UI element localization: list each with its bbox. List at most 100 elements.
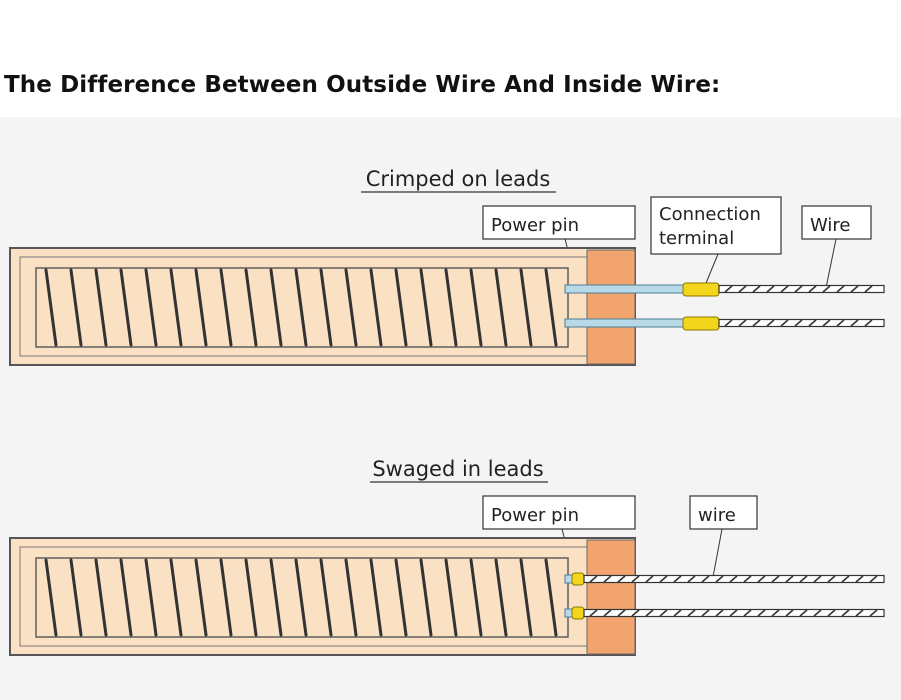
wire-stripe xyxy=(836,319,845,327)
wire-stripe xyxy=(864,319,873,327)
coil-turn xyxy=(369,268,383,347)
wire-stripe xyxy=(780,319,789,327)
coil-turn xyxy=(94,268,108,347)
crimped-power-pin-label: Power pin xyxy=(491,215,579,236)
wire-stripe xyxy=(752,285,761,293)
coil-turn xyxy=(519,268,533,347)
coil-turn xyxy=(394,268,408,347)
wire-stripe xyxy=(794,285,803,293)
swaged-section: Swaged in leads Power pin wire xyxy=(9,457,885,656)
wire-stripe xyxy=(813,575,822,583)
coil-turn xyxy=(419,268,433,347)
coil-turn xyxy=(194,268,208,347)
wire-stripe xyxy=(645,609,654,617)
wire-stripe xyxy=(724,285,733,293)
wire-stripe xyxy=(589,575,598,583)
coil-turn xyxy=(169,558,183,637)
wire-stripe xyxy=(729,609,738,617)
crimped-terminal-label-line2: terminal xyxy=(659,228,734,249)
wire-stripe xyxy=(673,609,682,617)
crimped-wire-callout-box xyxy=(801,205,872,240)
swaged-wire-top xyxy=(583,574,885,584)
wire-stripe xyxy=(701,609,710,617)
wire-stripe xyxy=(729,575,738,583)
coil-turn xyxy=(269,558,283,637)
wire-stripe xyxy=(785,609,794,617)
crimped-heating-coil xyxy=(44,268,558,347)
wire-stripe xyxy=(673,575,682,583)
wire-stripe xyxy=(631,609,640,617)
coil-turn xyxy=(69,558,83,637)
wire-stripe xyxy=(822,319,831,327)
wire-stripe xyxy=(799,575,808,583)
crimped-coil-core xyxy=(35,267,569,348)
crimped-connection-terminal-bottom xyxy=(682,316,720,331)
wire-stripe xyxy=(864,285,873,293)
wire-stripe xyxy=(808,285,817,293)
wire-stripe xyxy=(827,609,836,617)
coil-turn xyxy=(144,268,158,347)
wire-stripe xyxy=(659,609,668,617)
wire-stripe xyxy=(617,575,626,583)
swaged-power-pin-callout-box xyxy=(482,495,636,530)
crimped-connection-terminal-top xyxy=(682,282,720,297)
crimped-terminal-label-line1: Connection xyxy=(659,204,761,225)
wire-stripe xyxy=(603,575,612,583)
coil-turn xyxy=(444,558,458,637)
wire-stripe xyxy=(822,285,831,293)
wire-stripe xyxy=(766,319,775,327)
wire-stripe xyxy=(850,285,859,293)
wire-stripe xyxy=(743,609,752,617)
coil-turn xyxy=(494,268,508,347)
coil-turn xyxy=(419,558,433,637)
wire-stripe xyxy=(855,609,864,617)
coil-turn xyxy=(294,268,308,347)
swaged-end-cap xyxy=(586,539,636,655)
swaged-wire-label: wire xyxy=(698,505,736,526)
wire-stripe xyxy=(766,285,775,293)
wire-stripe xyxy=(617,609,626,617)
wire-stripe xyxy=(799,609,808,617)
wire-stripe xyxy=(752,319,761,327)
wire-stripe xyxy=(841,609,850,617)
crimped-terminal-callout-box xyxy=(650,196,782,255)
wire-stripe xyxy=(589,609,598,617)
wire-stripe xyxy=(794,319,803,327)
swaged-heating-coil xyxy=(44,558,558,637)
coil-turn xyxy=(319,268,333,347)
coil-turn xyxy=(319,558,333,637)
wire-stripe xyxy=(827,575,836,583)
swaged-heading: Swaged in leads xyxy=(372,457,543,481)
coil-turn xyxy=(469,558,483,637)
coil-turn xyxy=(119,268,133,347)
coil-turn xyxy=(544,558,558,637)
wire-stripe xyxy=(785,575,794,583)
wire-stripe xyxy=(850,319,859,327)
wire-stripe xyxy=(715,575,724,583)
wire-stripe xyxy=(813,609,822,617)
wire-stripe xyxy=(715,609,724,617)
wire-stripe xyxy=(836,285,845,293)
coil-turn xyxy=(494,558,508,637)
swaged-coil-core xyxy=(35,557,569,638)
swaged-connection-bottom xyxy=(571,606,585,620)
crimped-terminal-leader xyxy=(703,253,719,289)
coil-turn xyxy=(194,558,208,637)
wire-stripe xyxy=(869,575,878,583)
swaged-power-pin-label: Power pin xyxy=(491,505,579,526)
coil-turn xyxy=(269,268,283,347)
coil-turn xyxy=(169,268,183,347)
coil-turn xyxy=(394,558,408,637)
crimped-heading: Crimped on leads xyxy=(366,167,551,191)
coil-turn xyxy=(294,558,308,637)
coil-turn xyxy=(519,558,533,637)
crimped-wire-leader xyxy=(825,238,837,289)
coil-turn xyxy=(219,268,233,347)
wire-stripe xyxy=(603,609,612,617)
wire-stripe xyxy=(771,575,780,583)
crimped-power-pin-callout-box xyxy=(482,205,636,240)
coil-turn xyxy=(369,558,383,637)
coil-turn xyxy=(544,268,558,347)
wire-stripe xyxy=(757,609,766,617)
coil-turn xyxy=(219,558,233,637)
